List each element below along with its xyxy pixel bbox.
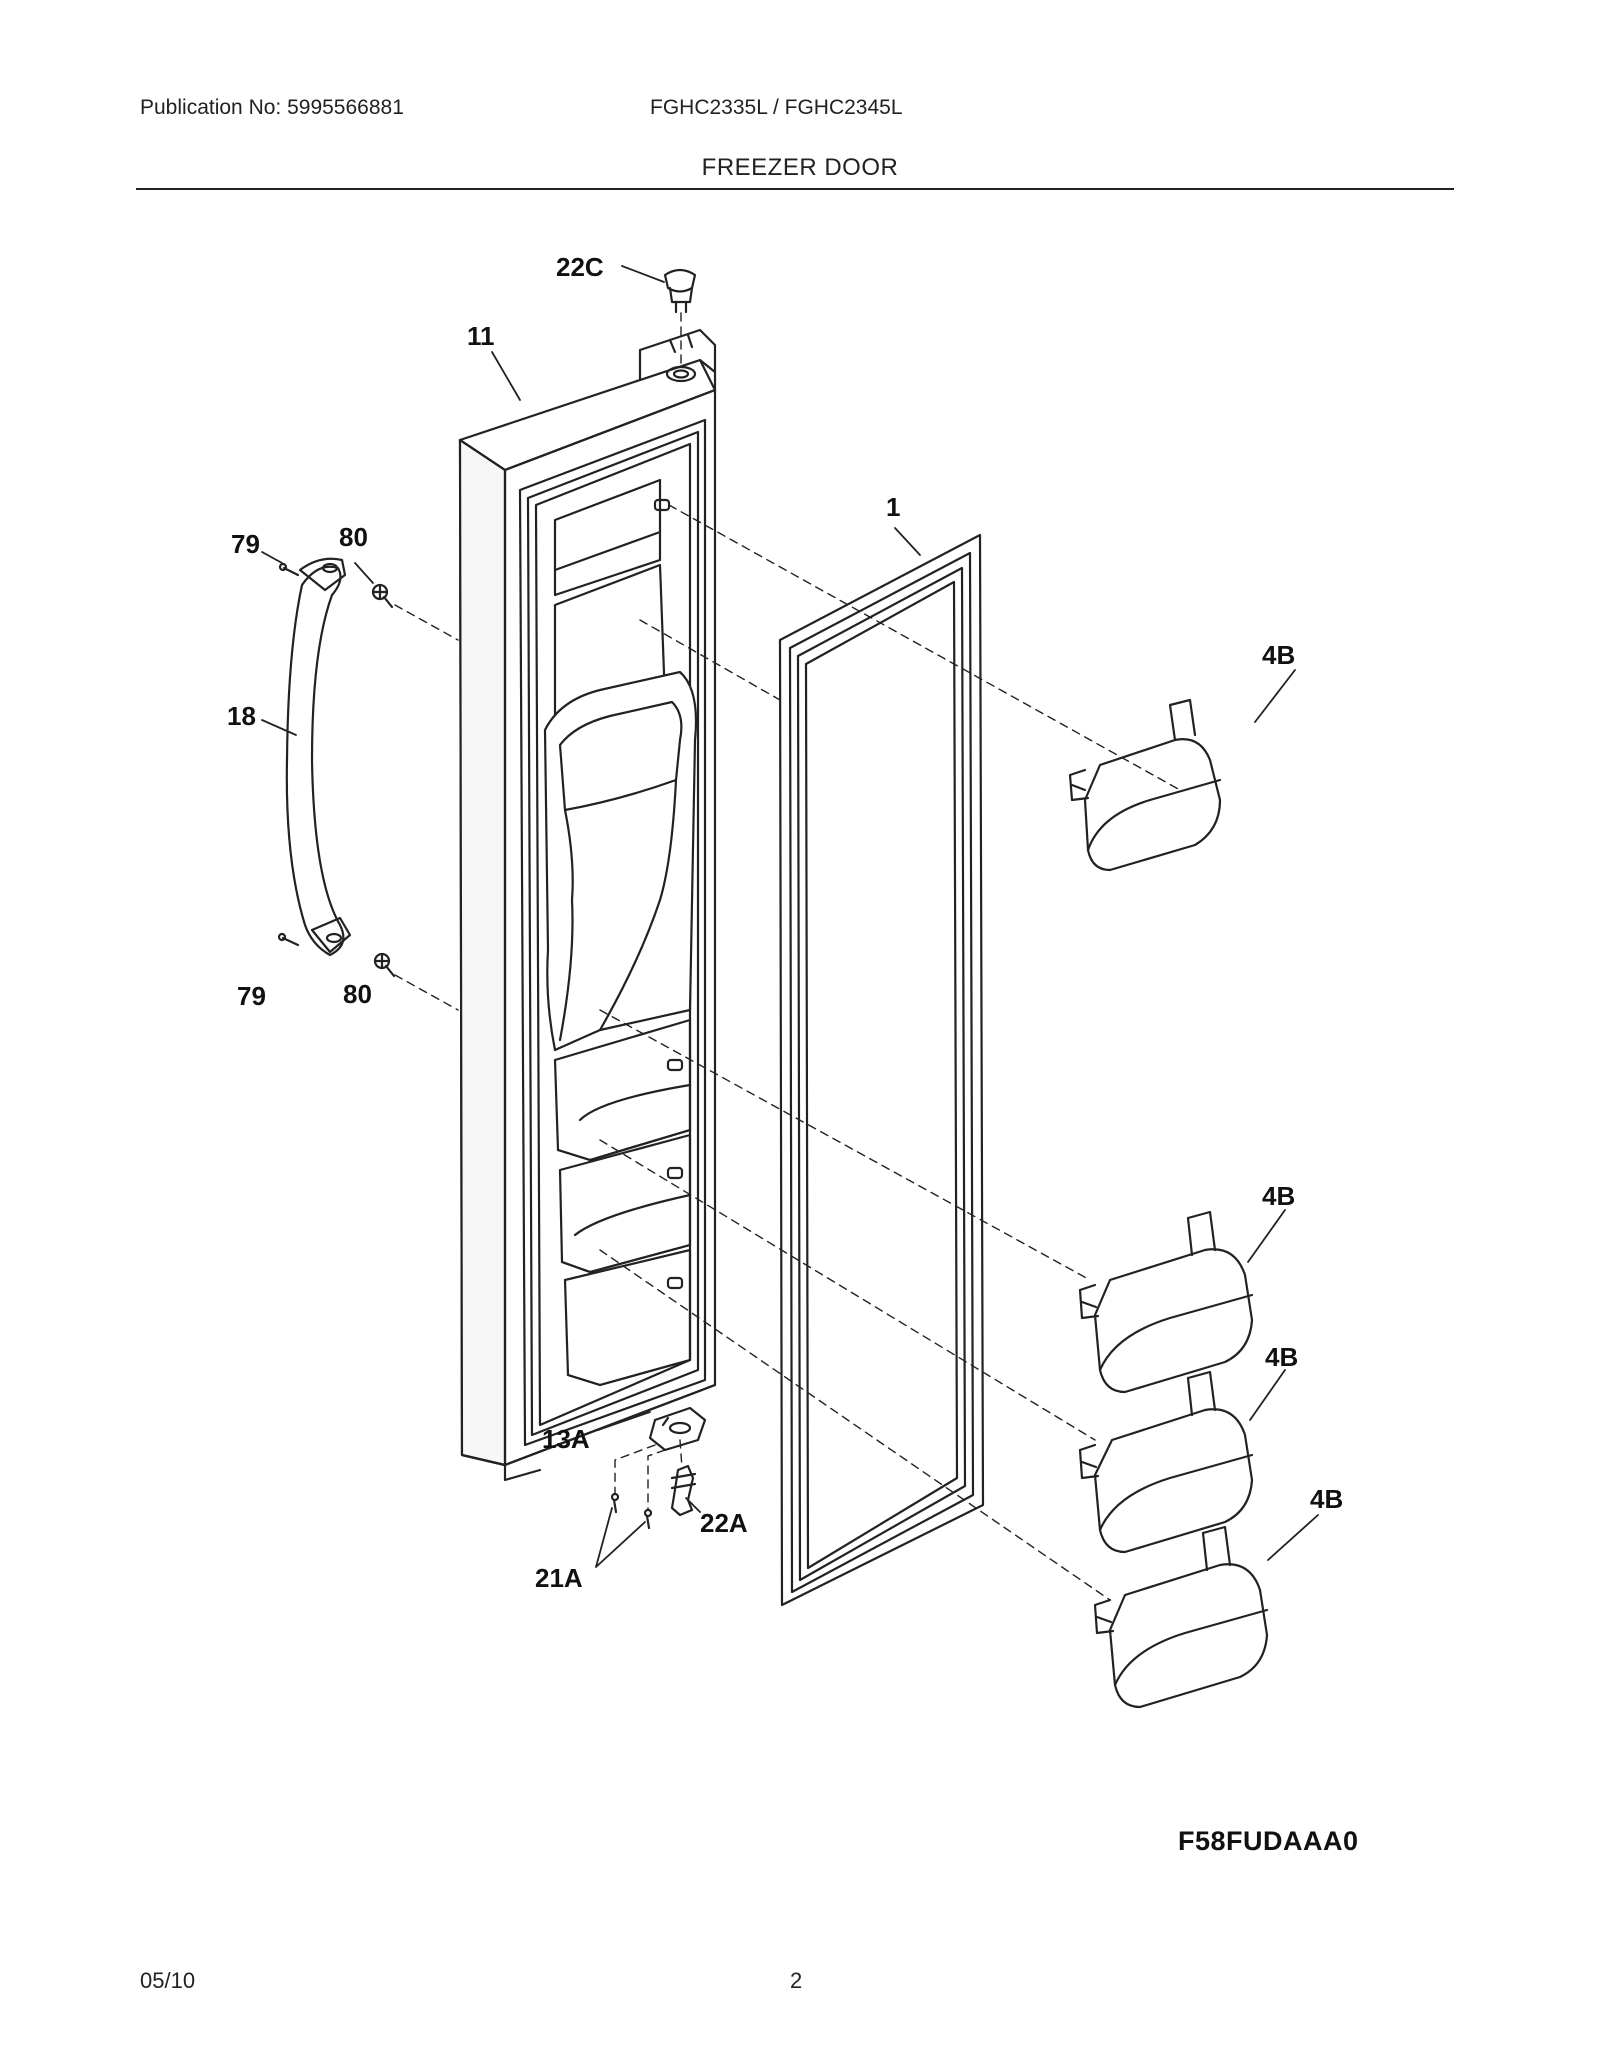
diagram-code: F58FUDAAA0 [1178,1826,1359,1856]
alignment-lines [394,312,1181,1601]
section-title: FREEZER DOOR [701,154,899,181]
header-rule [136,188,1454,190]
callout-79-top: 79 [231,529,260,559]
callout-4B-3: 4B [1265,1342,1298,1372]
bottom-hinge-parts [610,1406,707,1530]
callout-4B-2: 4B [1262,1181,1295,1211]
callout-11: 11 [467,321,495,351]
door-bins [1068,698,1269,1709]
model-numbers: FGHC2335L / FGHC2345L [650,96,903,119]
leader-lines [261,265,1319,1568]
door-handle [277,557,396,978]
callout-79-bottom: 79 [237,981,266,1011]
callout-1: 1 [886,492,900,522]
callout-21A: 21A [535,1563,583,1593]
door-gasket [778,533,985,1607]
door-assembly [458,328,717,1482]
callout-13A: 13A [542,1424,590,1454]
top-hinge-bushing [663,268,697,314]
callout-80-bottom: 80 [343,979,372,1009]
callout-4B-4: 4B [1310,1484,1343,1514]
publication-number: Publication No: 5995566881 [140,96,404,119]
callout-22A: 22A [700,1508,748,1538]
callout-4B-1: 4B [1262,640,1295,670]
callout-80-top: 80 [339,522,368,552]
callout-18: 18 [227,701,256,731]
page-number: 2 [790,1968,803,1993]
footer-date: 05/10 [140,1968,196,1993]
callout-22C: 22C [556,252,604,282]
